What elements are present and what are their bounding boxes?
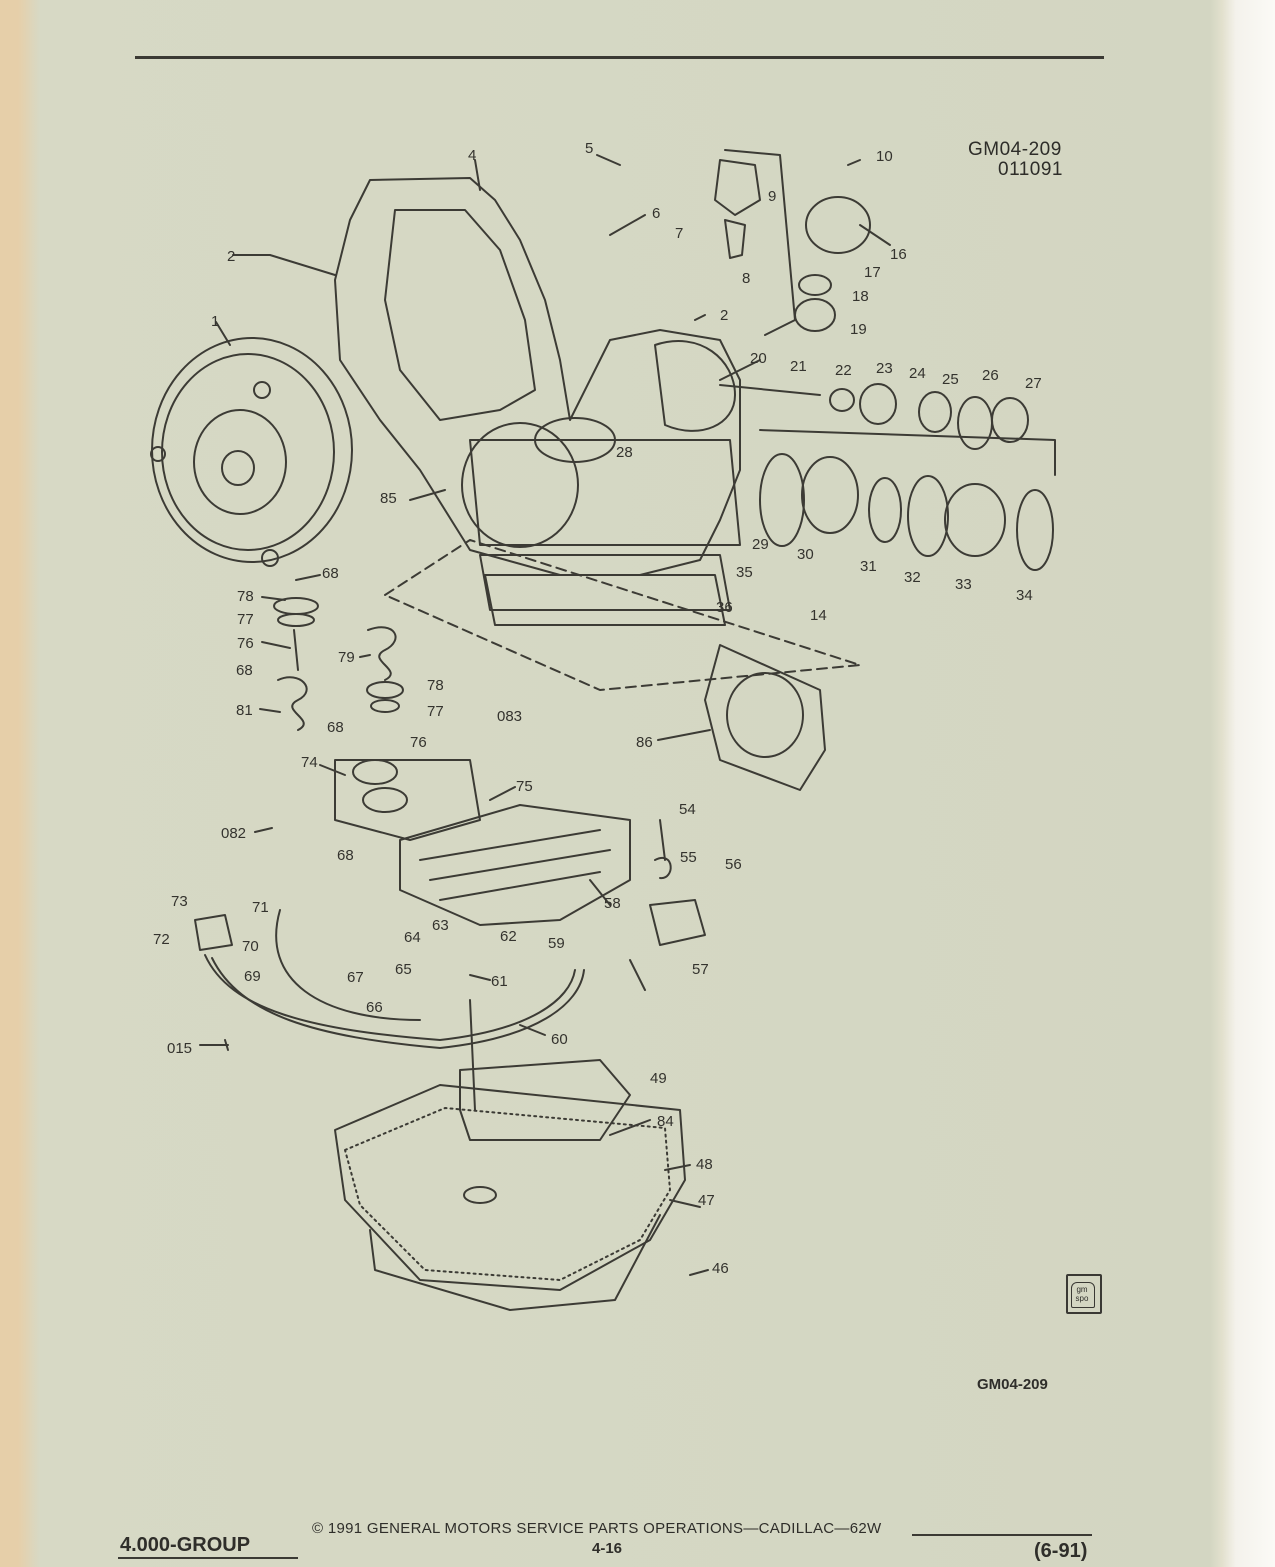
callout: 47 <box>698 1192 715 1209</box>
callout: 23 <box>876 360 893 377</box>
callout: 69 <box>244 968 261 985</box>
callout: 72 <box>153 931 170 948</box>
footer-copyright: © 1991 GENERAL MOTORS SERVICE PARTS OPER… <box>312 1520 882 1537</box>
footer-rule-left <box>118 1557 298 1559</box>
callout: 16 <box>890 246 907 263</box>
callout: 61 <box>491 973 508 990</box>
callout: 71 <box>252 899 269 916</box>
callout: 85 <box>380 490 397 507</box>
callout: 68 <box>327 719 344 736</box>
callout: 62 <box>500 928 517 945</box>
torque-converter <box>150 337 353 567</box>
callout: 18 <box>852 288 869 305</box>
callout: 26 <box>982 367 999 384</box>
callout: 77 <box>237 611 254 628</box>
callout: 84 <box>657 1113 674 1130</box>
callout: 14 <box>810 607 827 624</box>
callout: 76 <box>237 635 254 652</box>
figure-id-bottom: GM04-209 <box>977 1376 1048 1393</box>
spacer-plate-and-gaskets <box>479 554 731 626</box>
callout: 30 <box>797 546 814 563</box>
callout: 67 <box>347 969 364 986</box>
callout: 17 <box>864 264 881 281</box>
gm-spo-logo: gm spo <box>1066 1274 1102 1314</box>
callout: 68 <box>322 565 339 582</box>
callout: 25 <box>942 371 959 388</box>
callout: 78 <box>427 677 444 694</box>
callout: 33 <box>955 576 972 593</box>
callout: 29 <box>752 536 769 553</box>
footer-rule-right <box>912 1534 1092 1536</box>
callout: 78 <box>237 588 254 605</box>
callout: 86 <box>636 734 653 751</box>
callout: 79 <box>338 649 355 666</box>
callout: 6 <box>652 205 660 222</box>
callout: 49 <box>650 1070 667 1087</box>
callout: 21 <box>790 358 807 375</box>
callout: 74 <box>301 754 318 771</box>
callout: 1 <box>211 313 219 330</box>
callout: 48 <box>696 1156 713 1173</box>
callout: 59 <box>548 935 565 952</box>
gm-spo-logo-line1: gm <box>1076 1285 1088 1294</box>
callout: 73 <box>171 893 188 910</box>
figure-id: GM04-209 <box>968 139 1062 160</box>
callout: 2 <box>227 248 235 265</box>
callout: 58 <box>604 895 621 912</box>
callout: 7 <box>675 225 683 242</box>
callout: 60 <box>551 1031 568 1048</box>
callout: 8 <box>742 270 750 287</box>
callout: 68 <box>236 662 253 679</box>
callout: 63 <box>432 917 449 934</box>
gm-spo-logo-line2: spo <box>1075 1294 1089 1303</box>
callout: 082 <box>221 825 246 842</box>
gm-spo-logo-frame <box>1071 1282 1095 1308</box>
callout: 9 <box>768 188 776 205</box>
header-rule <box>135 56 1104 59</box>
callout: 34 <box>1016 587 1033 604</box>
callout: 36 <box>716 599 733 616</box>
callout: 68 <box>337 847 354 864</box>
callout: 32 <box>904 569 921 586</box>
callout: 5 <box>585 140 593 157</box>
callout: 28 <box>616 444 633 461</box>
callout: 27 <box>1025 375 1042 392</box>
callout: 77 <box>427 703 444 720</box>
callout: 20 <box>750 350 767 367</box>
callout: 81 <box>236 702 253 719</box>
callout: 70 <box>242 938 259 955</box>
callout: 24 <box>909 365 926 382</box>
callout: 66 <box>366 999 383 1016</box>
figure-date: 011091 <box>998 159 1063 180</box>
callout: 46 <box>712 1260 729 1277</box>
transmission-case <box>334 177 741 576</box>
callout: 75 <box>516 778 533 795</box>
callout: 10 <box>876 148 893 165</box>
callout: 35 <box>736 564 753 581</box>
footer-date: (6-91) <box>1034 1540 1088 1562</box>
callout: 57 <box>692 961 709 978</box>
callout: 65 <box>395 961 412 978</box>
callout: 64 <box>404 929 421 946</box>
footer-group: 4.000-GROUP <box>120 1534 251 1556</box>
callout: 2 <box>720 307 728 324</box>
callout: 31 <box>860 558 877 575</box>
callout: 22 <box>835 362 852 379</box>
callout: 4 <box>468 147 476 164</box>
callout-labels: 1 2 2 4 5 6 7 8 9 10 14 16 17 18 19 20 2… <box>153 140 1042 1277</box>
callout: 083 <box>497 708 522 725</box>
callout: 55 <box>680 849 697 866</box>
callout: 54 <box>679 801 696 818</box>
footer-page-number: 4-16 <box>592 1540 623 1557</box>
callout: 19 <box>850 321 867 338</box>
callout: 015 <box>167 1040 192 1057</box>
callout: 76 <box>410 734 427 751</box>
callout: 56 <box>725 856 742 873</box>
